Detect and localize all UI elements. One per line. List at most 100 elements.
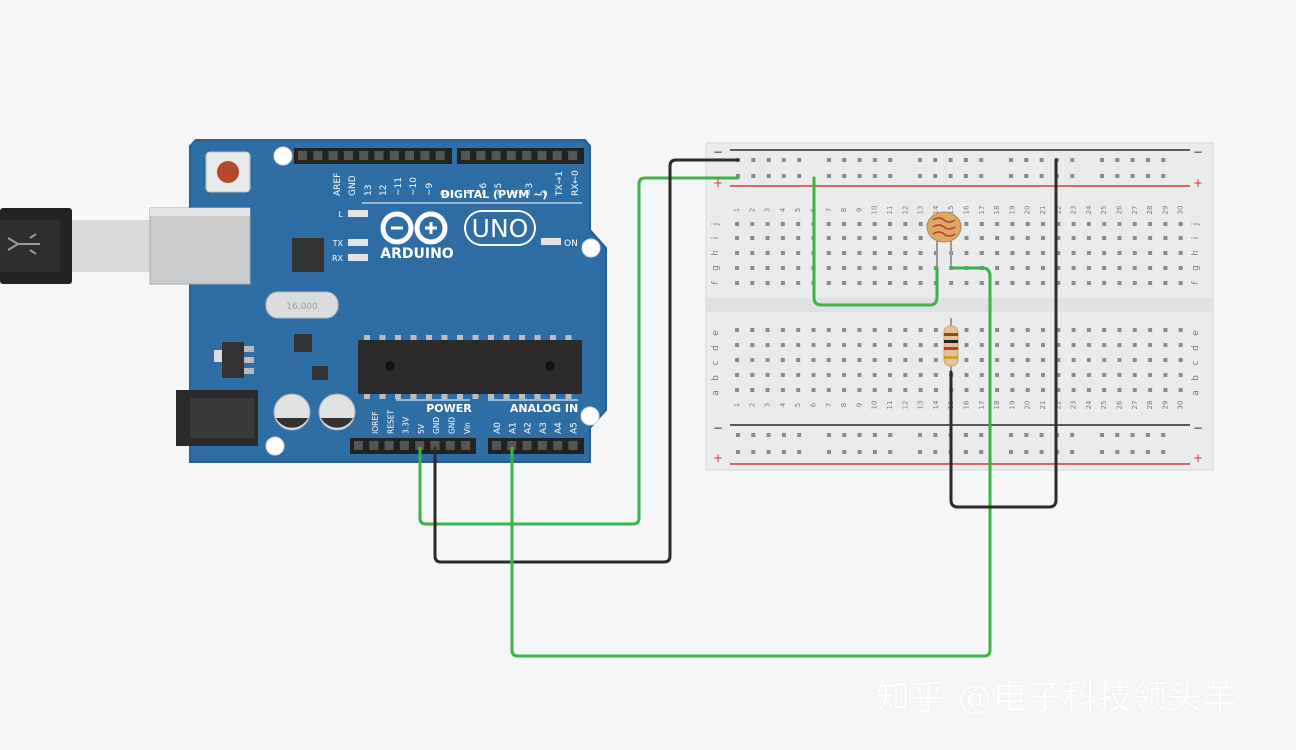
column-number: 13 bbox=[917, 206, 925, 215]
row-letter: c bbox=[711, 360, 721, 365]
digital-pin-label: 8 bbox=[440, 190, 450, 196]
column-number: 19 bbox=[1008, 401, 1016, 410]
usb-icon bbox=[7, 233, 40, 255]
power-pin-label: GND bbox=[432, 417, 441, 434]
column-number: 10 bbox=[871, 401, 879, 410]
analog-pin-label: A2 bbox=[524, 422, 534, 434]
rail-sign: − bbox=[713, 145, 723, 159]
rail-sign: − bbox=[1193, 145, 1203, 159]
column-number: 3 bbox=[764, 208, 772, 212]
column-number: 20 bbox=[1024, 401, 1032, 410]
row-letter: b bbox=[711, 375, 721, 381]
column-number: 25 bbox=[1100, 401, 1108, 410]
row-letter: g bbox=[711, 265, 721, 271]
row-letter: f bbox=[1191, 281, 1201, 285]
column-number: 26 bbox=[1116, 205, 1124, 214]
row-letter: j bbox=[1191, 223, 1201, 227]
column-number: 21 bbox=[1039, 401, 1047, 410]
digital-pin-label: 2 bbox=[540, 190, 550, 196]
led-label: RX bbox=[332, 254, 344, 263]
digital-header-label: DIGITAL (PWM ~) bbox=[441, 188, 548, 201]
rail-sign: + bbox=[713, 451, 723, 465]
brand-label: ARDUINO bbox=[380, 246, 454, 262]
digital-pin-label: ~11 bbox=[394, 177, 404, 196]
photoresistor[interactable] bbox=[926, 211, 962, 268]
digital-header bbox=[294, 148, 584, 164]
wire-gnd-to-ground-rail[interactable] bbox=[433, 158, 740, 564]
rail-sign: + bbox=[1193, 176, 1203, 190]
wire-resistor-to-ground[interactable] bbox=[949, 158, 1058, 509]
column-number: 17 bbox=[978, 206, 986, 215]
column-number: 11 bbox=[886, 401, 894, 410]
column-number: 5 bbox=[794, 403, 802, 407]
row-letter: e bbox=[1191, 330, 1201, 336]
mount-hole bbox=[265, 436, 285, 456]
analog-pin-label: A0 bbox=[493, 422, 503, 434]
column-number: 17 bbox=[978, 401, 986, 410]
rail-sign: + bbox=[1193, 451, 1203, 465]
digital-pin-label: AREF bbox=[333, 173, 343, 196]
rail-sign: + bbox=[713, 176, 723, 190]
power-header-label: POWER bbox=[426, 402, 472, 415]
analog-pin-label: A1 bbox=[508, 422, 518, 434]
analog-header-label: ANALOG IN bbox=[510, 402, 578, 415]
column-number: 13 bbox=[917, 401, 925, 410]
rail-sign: − bbox=[1193, 421, 1203, 435]
wires bbox=[418, 158, 1058, 658]
column-number: 16 bbox=[963, 400, 971, 409]
column-number: 9 bbox=[855, 403, 863, 407]
column-number: 30 bbox=[1177, 401, 1185, 410]
digital-pin-label: ~9 bbox=[425, 182, 435, 196]
digital-pin-label: 4 bbox=[510, 190, 520, 196]
resistor[interactable] bbox=[943, 318, 959, 372]
row-letter: d bbox=[711, 345, 721, 351]
column-number: 16 bbox=[963, 205, 971, 214]
analog-pin-label: A3 bbox=[539, 422, 549, 434]
row-letter: h bbox=[1191, 250, 1201, 256]
crystal-label: 16.000 bbox=[286, 302, 318, 312]
column-number: 7 bbox=[825, 403, 833, 407]
atmega-chip bbox=[358, 340, 582, 394]
row-letter: i bbox=[1191, 237, 1201, 240]
column-number: 12 bbox=[901, 206, 909, 215]
led-label: L bbox=[339, 210, 344, 219]
column-number: 5 bbox=[794, 208, 802, 212]
analog-header bbox=[488, 438, 584, 454]
column-number: 27 bbox=[1131, 401, 1139, 410]
center-channel bbox=[706, 298, 1213, 312]
digital-pin-label: ~10 bbox=[409, 177, 419, 196]
power-header bbox=[350, 438, 476, 454]
column-number: 26 bbox=[1116, 400, 1124, 409]
digital-pin-label: RX←0 bbox=[571, 170, 581, 196]
model-label: UNO bbox=[472, 214, 529, 243]
column-number: 3 bbox=[764, 403, 772, 407]
row-letter: f bbox=[711, 281, 721, 285]
analog-pin-label: A5 bbox=[570, 422, 580, 434]
usb-chip bbox=[292, 238, 324, 272]
column-number: 22 bbox=[1054, 401, 1062, 410]
wire-power-rail-to-ldr[interactable] bbox=[812, 176, 939, 307]
column-number: 15 bbox=[947, 206, 955, 215]
row-letter: j bbox=[711, 223, 721, 227]
mount-hole bbox=[581, 238, 601, 258]
column-number: 22 bbox=[1054, 206, 1062, 215]
usb-cable[interactable] bbox=[0, 208, 156, 284]
analog-pin-label: A4 bbox=[554, 422, 564, 434]
column-number: 8 bbox=[840, 403, 848, 407]
digital-pin-label: 7 bbox=[464, 190, 474, 196]
power-pin-label: IOREF bbox=[371, 412, 380, 434]
column-number: 2 bbox=[748, 208, 756, 212]
wire-a1-to-sensor[interactable] bbox=[510, 266, 992, 658]
column-number: 2 bbox=[748, 403, 756, 407]
digital-pin-label: ~6 bbox=[479, 182, 489, 196]
column-number: 27 bbox=[1131, 206, 1139, 215]
breadboard[interactable]: 1122334455667788991010111112121313141415… bbox=[705, 142, 1214, 471]
power-pin-label: 5V bbox=[417, 423, 426, 434]
column-number: 11 bbox=[886, 206, 894, 215]
column-number: 1 bbox=[733, 208, 741, 212]
wire-5v-to-power-rail[interactable] bbox=[418, 176, 740, 526]
digital-pin-label: TX→1 bbox=[555, 171, 565, 197]
